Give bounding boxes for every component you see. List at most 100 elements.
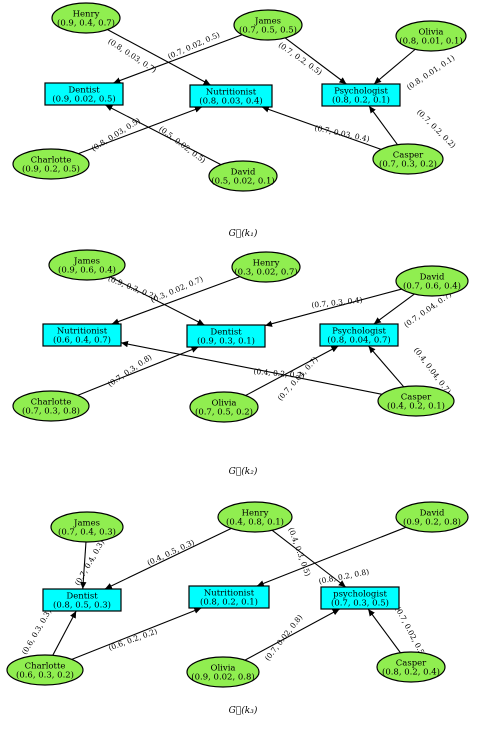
edge-label-david-to-nutritionist: (0.8, 0.2, 0.8) bbox=[318, 567, 370, 586]
edge-david-to-dentist bbox=[105, 104, 222, 166]
node-values-charlotte: (0.6, 0.3, 0.2) bbox=[16, 670, 74, 681]
edge-casper-to-nutritionist bbox=[120, 340, 383, 395]
node-shape-psychologist bbox=[320, 586, 400, 610]
node-shape-casper bbox=[376, 651, 446, 683]
node-name-olivia: Olivia bbox=[419, 28, 444, 38]
node-casper: Casper(0.4, 0.2, 0.1) bbox=[377, 385, 455, 417]
node-name-james: James bbox=[73, 257, 100, 267]
node-charlotte: Charlotte(0.9, 0.2, 0.5) bbox=[12, 148, 90, 180]
node-shape-nutritionist bbox=[188, 585, 270, 609]
node-name-dentist: Dentist bbox=[68, 86, 100, 96]
nodes-layer: James(0.9, 0.6, 0.4) Henry(0.3, 0.02, 0.7… bbox=[12, 249, 469, 423]
node-name-psychologist: psychologist bbox=[333, 590, 387, 600]
node-shape-dentist bbox=[42, 588, 122, 612]
nodes-layer: James(0.7, 0.4, 0.3) Henry(0.4, 0.8, 0.1)… bbox=[6, 501, 469, 688]
node-values-dentist: (0.8, 0.5, 0.3) bbox=[53, 600, 111, 611]
edge-label-james-to-psychologist: (0.7, 0.2, 0.5) bbox=[277, 40, 324, 77]
node-name-david: David bbox=[231, 168, 256, 178]
node-values-david: (0.9, 0.2, 0.8) bbox=[403, 517, 461, 528]
edge-david-to-nutritionist bbox=[256, 526, 407, 587]
edge-charlotte-to-nutritionist bbox=[71, 607, 202, 660]
edge-olivia-to-psychologist bbox=[373, 48, 416, 85]
node-values-olivia: (0.8, 0.01, 0.1) bbox=[399, 36, 462, 47]
node-name-james: James bbox=[254, 17, 281, 27]
node-values-olivia: (0.7, 0.5, 0.2) bbox=[195, 407, 253, 418]
graph-caption-1: G⃗(k₁) bbox=[229, 228, 258, 239]
node-psychologist: psychologist(0.7, 0.3, 0.5) bbox=[320, 586, 400, 610]
edge-henry-to-dentist bbox=[104, 527, 232, 590]
node-values-david: (0.5, 0.02, 0.1) bbox=[211, 176, 274, 187]
edge-james-to-dentist bbox=[109, 276, 205, 326]
edge-casper-to-psychologist bbox=[367, 608, 401, 654]
graph-2: (0.9, 0.3, 0.2)(0.3, 0.02, 0.7)(0.7, 0.3… bbox=[12, 249, 469, 477]
nodes-layer: Henry(0.9, 0.4, 0.7)James(0.7, 0.5, 0.5)… bbox=[12, 2, 467, 192]
node-shape-nutritionist bbox=[42, 323, 122, 347]
node-olivia: Olivia(0.9, 0.02, 0.8) bbox=[186, 656, 260, 688]
node-shape-david bbox=[395, 501, 469, 533]
node-shape-henry bbox=[51, 2, 121, 34]
node-olivia: Olivia(0.8, 0.01, 0.1) bbox=[395, 20, 467, 52]
edge-david-to-dentist bbox=[264, 288, 402, 327]
node-values-james: (0.9, 0.6, 0.4) bbox=[58, 265, 116, 276]
node-shape-psychologist bbox=[319, 323, 399, 347]
node-dentist: Dentist(0.9, 0.02, 0.5) bbox=[44, 82, 124, 106]
node-shape-casper bbox=[372, 143, 444, 175]
edge-label-henry-to-dentist: (0.4, 0.5, 0.3) bbox=[146, 538, 196, 568]
edge-label-charlotte-to-nutritionist: (0.8, 0.03, 0.5) bbox=[90, 116, 142, 153]
node-shape-henry bbox=[231, 251, 301, 283]
graph-3: (0.7, 0.4, 0.3)(0.4, 0.5, 0.3)(0.4, 0.3,… bbox=[6, 501, 469, 716]
node-name-psychologist: Psychologist bbox=[334, 87, 388, 97]
node-values-nutritionist: (0.6, 0.4, 0.7) bbox=[53, 335, 111, 346]
node-james: James(0.9, 0.6, 0.4) bbox=[48, 249, 126, 281]
node-name-nutritionist: Nutritionist bbox=[206, 88, 257, 98]
node-shape-henry bbox=[217, 501, 293, 533]
node-charlotte: Charlotte(0.7, 0.3, 0.8) bbox=[12, 390, 90, 422]
node-dentist: Dentist(0.9, 0.3, 0.1) bbox=[186, 324, 266, 348]
node-values-charlotte: (0.7, 0.3, 0.8) bbox=[22, 406, 80, 417]
node-casper: Casper(0.8, 0.2, 0.4) bbox=[376, 651, 446, 683]
edge-label-david-to-dentist: (0.5, 0.02, 0.5) bbox=[157, 124, 207, 165]
edge-label-charlotte-to-dentist: (0.7, 0.3, 0.8) bbox=[106, 353, 154, 389]
graph-1: (0.8, 0.03, 0.7)(0.7, 0.02, 0.5)(0.7, 0.… bbox=[12, 2, 467, 239]
edge-label-casper-to-nutritionist: (0.7, 0.03, 0.4) bbox=[314, 123, 371, 143]
node-name-dentist: Dentist bbox=[210, 328, 242, 338]
node-name-dentist: Dentist bbox=[66, 592, 98, 602]
node-values-casper: (0.4, 0.2, 0.1) bbox=[387, 401, 445, 412]
node-name-henry: Henry bbox=[253, 259, 280, 269]
node-name-henry: Henry bbox=[73, 10, 100, 20]
node-values-james: (0.7, 0.4, 0.3) bbox=[58, 527, 116, 538]
node-shape-psychologist bbox=[321, 83, 401, 107]
node-name-charlotte: Charlotte bbox=[31, 156, 72, 166]
edge-james-to-dentist bbox=[80, 541, 87, 590]
edge-label-olivia-to-psychologist: (0.7, 0.02, 0.8) bbox=[263, 613, 305, 663]
node-name-henry: Henry bbox=[242, 509, 269, 519]
node-henry: Henry(0.4, 0.8, 0.1) bbox=[217, 501, 293, 533]
node-shape-charlotte bbox=[6, 654, 84, 686]
node-values-charlotte: (0.9, 0.2, 0.5) bbox=[22, 164, 80, 175]
node-values-nutritionist: (0.8, 0.2, 0.1) bbox=[200, 597, 258, 608]
edge-olivia-to-psychologist bbox=[245, 345, 339, 396]
node-values-psychologist: (0.8, 0.04, 0.7) bbox=[327, 335, 390, 346]
node-values-james: (0.7, 0.5, 0.5) bbox=[239, 25, 297, 36]
node-shape-casper bbox=[377, 385, 455, 417]
node-shape-charlotte bbox=[12, 148, 90, 180]
node-david: David(0.7, 0.6, 0.4) bbox=[395, 265, 469, 297]
edge-james-to-dentist bbox=[113, 34, 243, 84]
node-name-david: David bbox=[420, 509, 445, 519]
node-name-charlotte: Charlotte bbox=[25, 662, 66, 672]
node-shape-james bbox=[233, 9, 303, 41]
edge-label-casper-to-psychologist: (0.7, 0.2, 0.2) bbox=[415, 107, 458, 150]
node-shape-charlotte bbox=[12, 390, 90, 422]
graph-caption-2: G⃗(k₂) bbox=[229, 466, 258, 477]
node-nutritionist: Nutritionist(0.8, 0.2, 0.1) bbox=[188, 585, 270, 609]
edge-charlotte-to-dentist bbox=[52, 610, 77, 656]
node-values-henry: (0.3, 0.02, 0.7) bbox=[234, 267, 297, 278]
node-psychologist: Psychologist(0.8, 0.2, 0.1) bbox=[321, 83, 401, 107]
node-values-nutritionist: (0.8, 0.03, 0.4) bbox=[199, 96, 262, 107]
node-name-casper: Casper bbox=[393, 151, 424, 161]
edge-charlotte-to-nutritionist bbox=[78, 106, 203, 155]
node-values-dentist: (0.9, 0.3, 0.1) bbox=[197, 336, 255, 347]
node-name-james: James bbox=[73, 519, 100, 529]
node-values-dentist: (0.9, 0.02, 0.5) bbox=[52, 94, 115, 105]
graph-caption-3: G⃗(k₃) bbox=[229, 705, 258, 716]
